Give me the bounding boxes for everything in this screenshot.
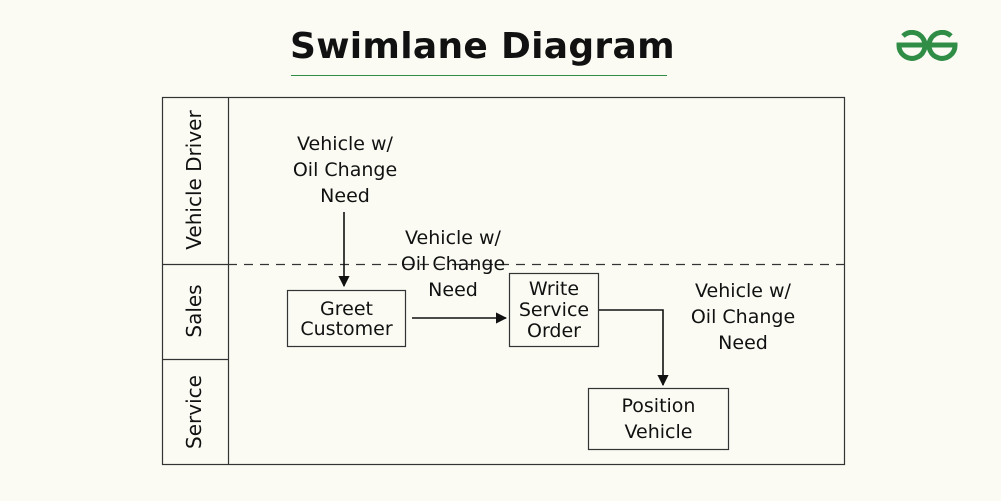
greet-customer-box [286,289,407,348]
pool-border [161,96,846,466]
label-vehicle-oil-change-start: Vehicle w/ Oil Change Need [292,133,398,207]
lane-label-sales: Sales [182,284,206,338]
lane-label-service: Service [182,375,206,449]
position-vehicle-text: Position Vehicle [621,395,696,443]
lane-label-vehicle-driver: Vehicle Driver [182,110,206,250]
arrow-write-to-position [599,309,669,387]
label-vehicle-oil-change-service: Vehicle w/ Oil Change Need [690,280,796,354]
title-underline [291,75,667,76]
position-vehicle-box [587,387,730,451]
greet-customer-text: Greet Customer [300,297,393,340]
write-service-order-text: Write Service Order [518,277,590,342]
label-vehicle-oil-change-sales: Vehicle w/ Oil Change Need [400,227,506,301]
write-service-order-box [508,272,600,348]
gfg-logo-icon [896,30,958,61]
page-title: Swimlane Diagram [290,26,675,67]
